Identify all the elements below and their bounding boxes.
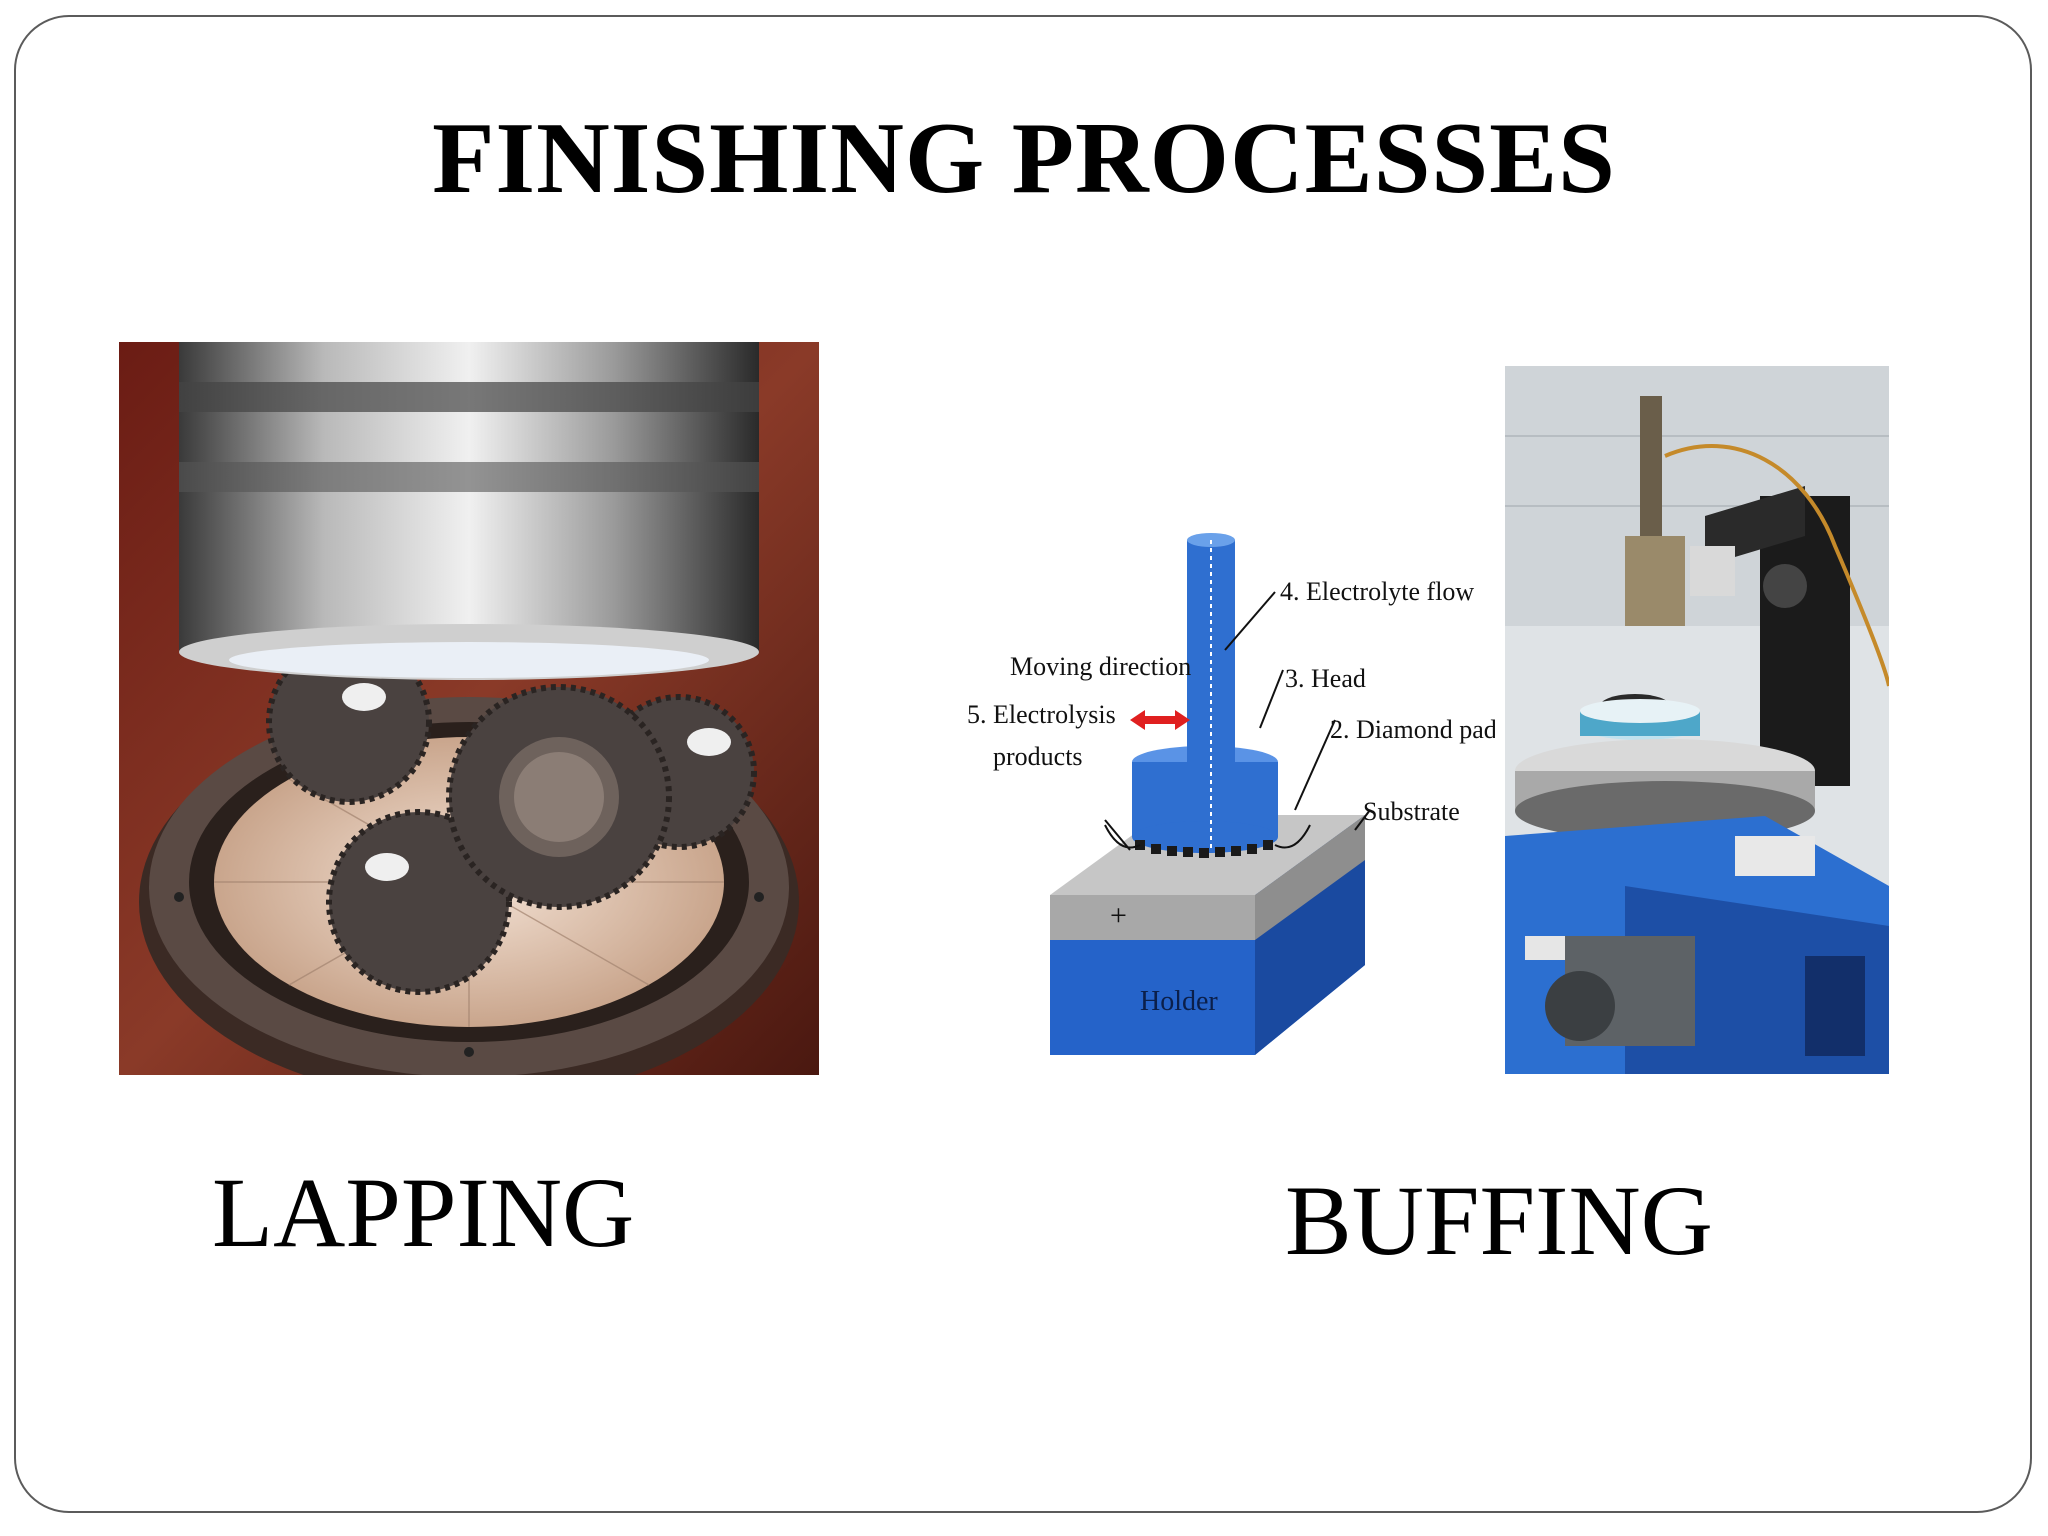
caption-buffing: BUFFING (1285, 1165, 1713, 1276)
label-diamond-pad: 2. Diamond pad (1330, 715, 1495, 744)
caption-lapping: LAPPING (212, 1157, 635, 1268)
slide-title: FINISHING PROCESSES (432, 102, 1616, 215)
label-moving-direction: Moving direction (1010, 652, 1191, 681)
label-head: 3. Head (1285, 664, 1366, 693)
lapping-photo (119, 342, 819, 1075)
label-electrolysis-products-2: products (993, 742, 1083, 771)
buffing-diagram: 4. Electrolyte flow Moving direction 3. … (955, 520, 1495, 1065)
buffing-photo (1505, 366, 1889, 1074)
label-substrate: Substrate (1363, 797, 1460, 826)
label-electrolysis-products-1: 5. Electrolysis (967, 700, 1116, 729)
label-electrolyte-flow: 4. Electrolyte flow (1280, 577, 1474, 606)
label-plus: + (1110, 899, 1127, 932)
label-holder: Holder (1140, 986, 1218, 1017)
